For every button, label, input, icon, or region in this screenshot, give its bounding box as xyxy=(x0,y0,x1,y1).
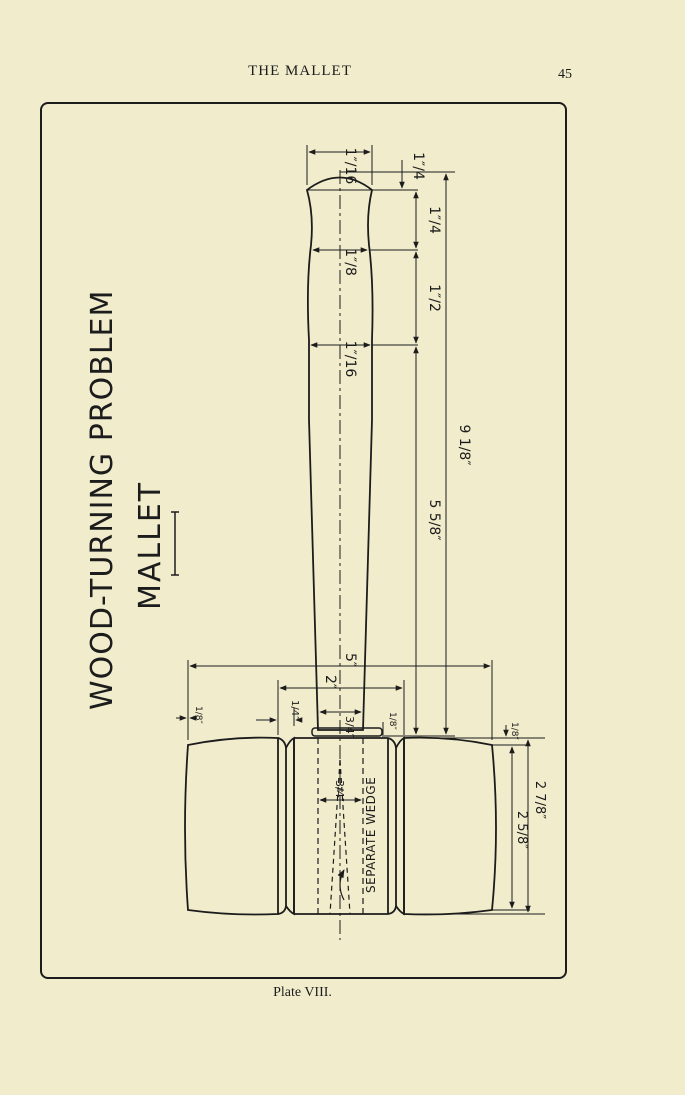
dim-grip-length: 1″/2 xyxy=(426,284,442,312)
wedge-label: SEPARATE WEDGE xyxy=(364,777,378,893)
dimension-lines xyxy=(176,145,545,915)
handle-collar xyxy=(311,727,383,737)
dim-grip-taper: 1″/4 xyxy=(426,206,442,234)
dim-overall-length: 9 1/8″ xyxy=(456,424,472,465)
page-number: 45 xyxy=(558,67,572,82)
dim-wedge-dia: 3/4″ xyxy=(333,780,346,802)
dim-head-length: 5″ xyxy=(342,653,358,667)
dim-head-dia-inner: 2 5/8″ xyxy=(514,811,529,849)
dim-handle-grip-dia: 1″/8 xyxy=(342,248,358,276)
dim-groove-left: 1/4″ xyxy=(289,700,300,720)
dim-eye-span: 2″ xyxy=(322,675,338,689)
dim-head-dia-outer: 2 7/8″ xyxy=(532,781,547,819)
drawing-title-line2: MALLET xyxy=(133,481,168,610)
dim-handle-end-dia: 1″/16 xyxy=(342,148,358,185)
dim-bead-right: 1/8″ xyxy=(509,722,519,740)
dim-bead-left: 1/8″ xyxy=(193,706,203,724)
dim-tenon-dia: 3/4″ xyxy=(343,716,356,738)
dim-neck-length: 5 5/8″ xyxy=(426,499,442,540)
dim-handle-neck-dia: 1″/16 xyxy=(342,341,358,378)
plate-border xyxy=(40,102,567,979)
wedge-arrow xyxy=(337,869,345,901)
plate-caption: Plate VIII. xyxy=(273,985,332,1000)
wedge-lines xyxy=(329,759,351,915)
dim-collar: 1/8″ xyxy=(387,712,397,730)
drawing-title-line1: WOOD-TURNING PROBLEM xyxy=(85,290,120,710)
running-head: THE MALLET xyxy=(248,63,352,79)
dim-end-cap: 1″/4 xyxy=(410,152,426,180)
